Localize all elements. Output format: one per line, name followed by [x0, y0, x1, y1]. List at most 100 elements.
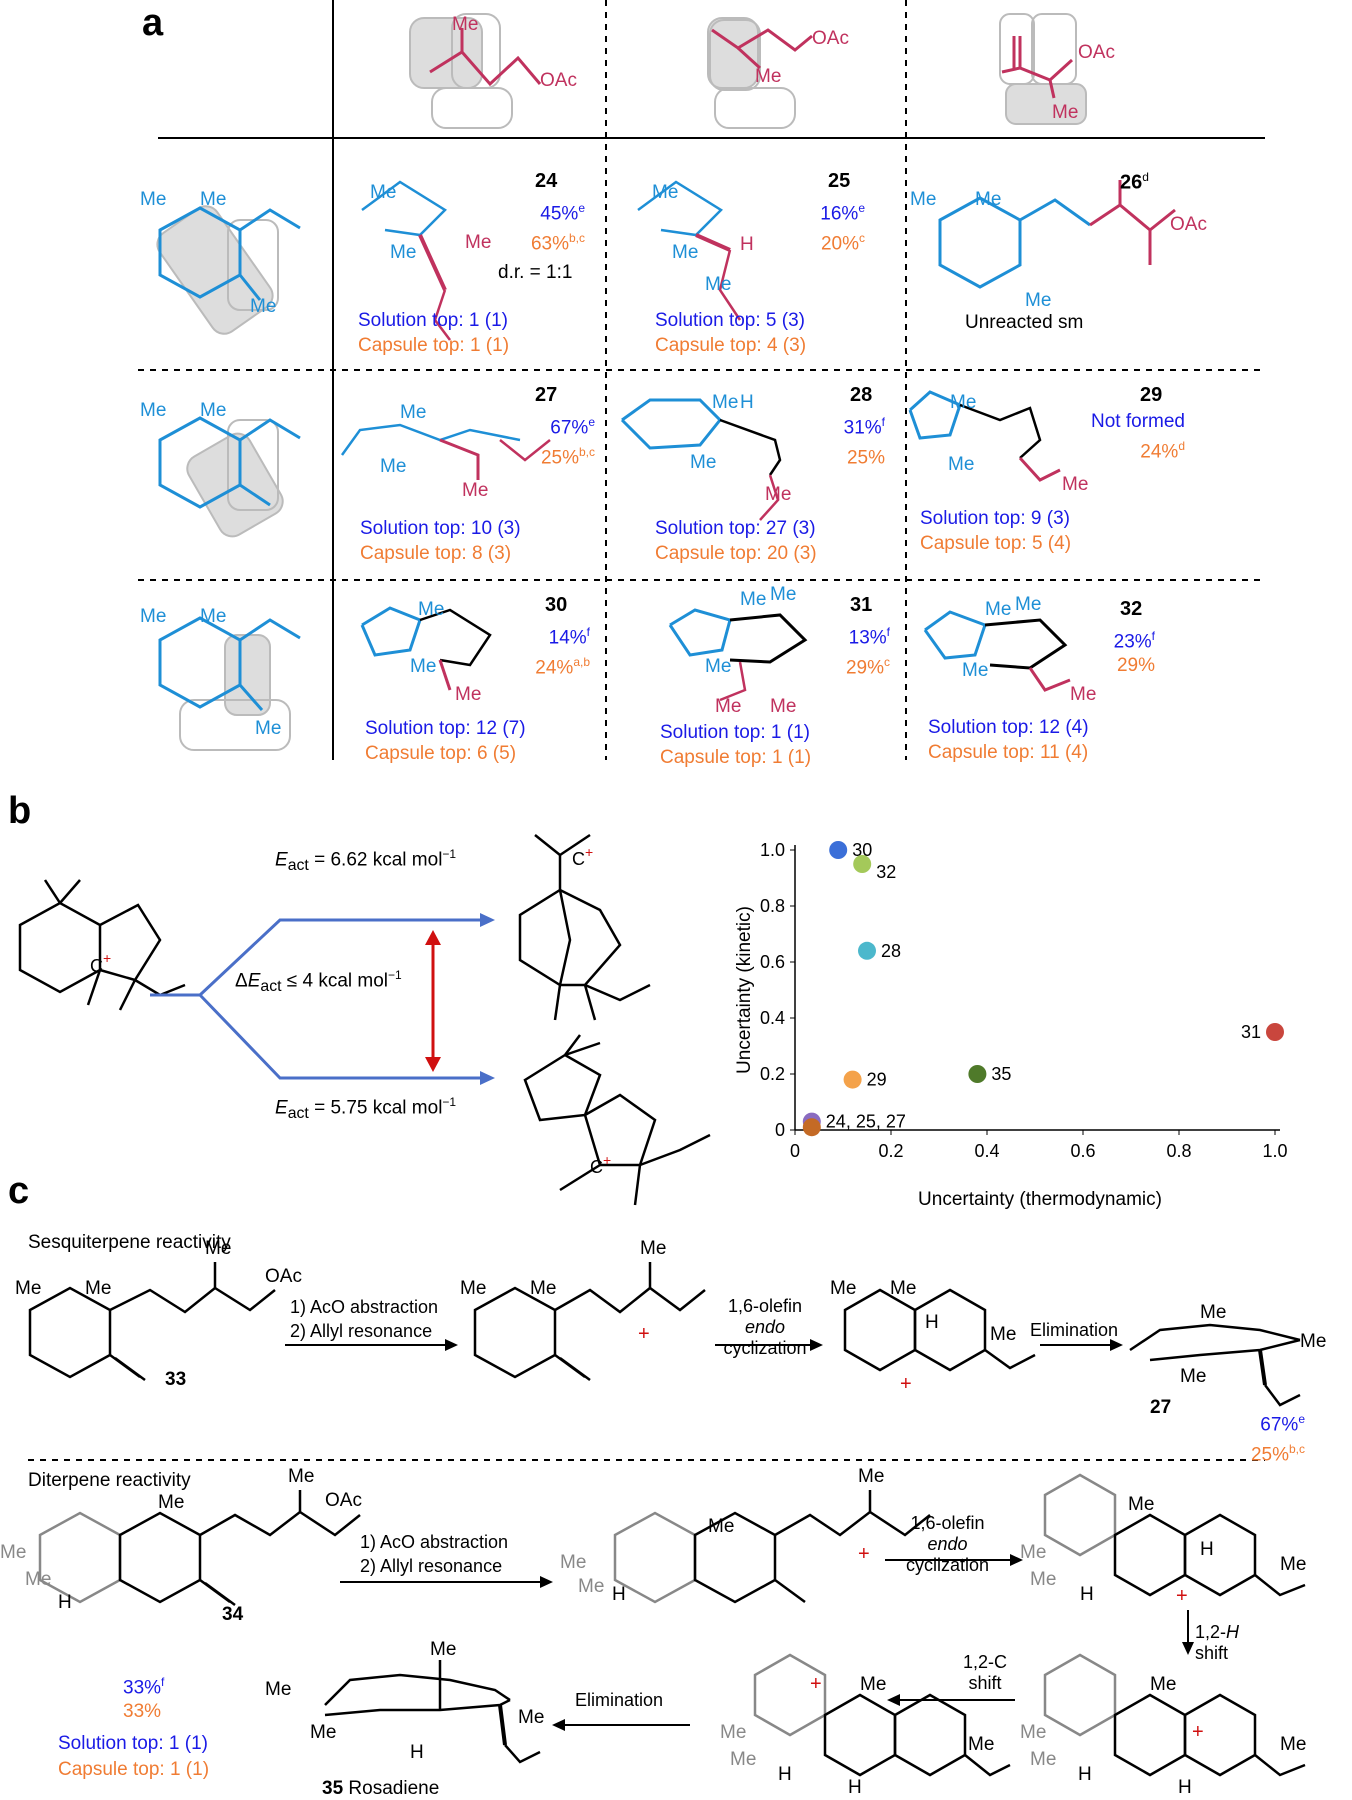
- data-point-label: 32: [876, 862, 896, 882]
- c32-yield-solution: 23%f: [1113, 629, 1155, 653]
- compound-24-stats: 45%e 63%b,c: [500, 196, 585, 257]
- header3-oac: OAc: [1078, 42, 1115, 63]
- y-tick-label: 0: [775, 1120, 785, 1140]
- header2-oac: OAc: [812, 28, 849, 49]
- p32-me-a: Me: [985, 599, 1011, 620]
- eact-top-label: Eact = 6.62 kcal mol−1: [275, 847, 457, 875]
- p27c-me-a: Me: [1200, 1302, 1226, 1323]
- row1-me-b: Me: [200, 189, 226, 210]
- c31-yield-capsule: 29%c: [845, 655, 890, 679]
- c25-solution-top: Solution top: 5 (3): [655, 310, 805, 331]
- compound-31-id: 31: [850, 594, 873, 616]
- i1-me-a: Me: [460, 1278, 486, 1299]
- i3-me-d: Me: [858, 1466, 884, 1487]
- c30-solution-top: Solution top: 12 (7): [365, 718, 526, 739]
- data-point: [968, 1065, 987, 1083]
- p27-me-a: Me: [400, 402, 426, 423]
- compound-27-stats: 67%e 25%b,c: [505, 410, 595, 471]
- top-c: C: [572, 849, 585, 869]
- i5-me-d: Me: [1280, 1734, 1306, 1755]
- i3-me-c: Me: [708, 1516, 734, 1537]
- i3-me-b: Me: [578, 1576, 604, 1597]
- product-25-structure: [637, 180, 742, 321]
- compound-28-stats: 31%f 25%: [825, 410, 885, 471]
- c32-yield-capsule: 29%: [1116, 655, 1155, 677]
- i6-me-a: Me: [720, 1722, 746, 1743]
- panel-c-label: c: [8, 1170, 30, 1212]
- c28-capsule-top: Capsule top: 20 (3): [655, 543, 817, 564]
- diterpene-title: Diterpene reactivity: [28, 1470, 191, 1491]
- p26-me-b: Me: [975, 189, 1001, 210]
- product-29-structure: [908, 390, 1061, 482]
- x-tick-label: 0: [790, 1141, 800, 1161]
- rosadiene-structure: [324, 1660, 541, 1764]
- c25-yield-solution: 16%e: [820, 201, 865, 225]
- x-tick-label: 0.6: [1070, 1141, 1095, 1161]
- row2-me-a: Me: [140, 400, 166, 421]
- sesquiterpene-title: Sesquiterpene reactivity: [28, 1232, 231, 1253]
- p24-me-a: Me: [370, 182, 396, 203]
- compound-25-id: 25: [828, 170, 851, 192]
- c29-yield-capsule: 24%d: [1140, 439, 1185, 463]
- row1-me-c: Me: [250, 296, 276, 317]
- arrow-1-head: [445, 1339, 458, 1351]
- c34-me-c: Me: [158, 1492, 184, 1513]
- intermediate-1-structure: [473, 1262, 706, 1382]
- i4-me-b: Me: [1030, 1569, 1056, 1590]
- data-point-label: 30: [852, 840, 872, 860]
- step-abstraction-1: 1) AcO abstraction: [290, 1297, 439, 1317]
- p31-me-e: Me: [770, 696, 796, 717]
- p27c-me-b: Me: [1180, 1366, 1206, 1387]
- x-tick-label: 1.0: [1262, 1141, 1287, 1161]
- i3-plus: +: [858, 1543, 870, 1565]
- c33-me-b: Me: [85, 1278, 111, 1299]
- step-resonance-1: 2) Allyl resonance: [290, 1321, 433, 1341]
- arrow-head-top: [480, 913, 495, 927]
- r-me-a: Me: [430, 1639, 456, 1660]
- c26-note: Unreacted sm: [965, 312, 1084, 333]
- c27-yield-capsule: 25%b,c: [540, 445, 595, 469]
- arrow-6-head: [1182, 1642, 1194, 1655]
- i6-me-d: Me: [968, 1734, 994, 1755]
- p26-me-c: Me: [1025, 290, 1051, 311]
- p29-me-a: Me: [950, 392, 976, 413]
- p29-me-c: Me: [1062, 474, 1088, 495]
- compound-25-stats: 16%e 20%c: [795, 196, 865, 257]
- p28-h: H: [740, 392, 754, 413]
- x-tick-label: 0.8: [1166, 1141, 1191, 1161]
- p28-me-b: Me: [690, 452, 716, 473]
- i2-me-c: Me: [990, 1324, 1016, 1345]
- p24-me-c: Me: [465, 232, 491, 253]
- p30-me-a: Me: [418, 599, 444, 620]
- panel-b-scheme: C + C + C +: [18, 833, 711, 1206]
- top-product: [518, 833, 651, 1021]
- data-point-label: 28: [881, 941, 901, 961]
- compound-32-id: 32: [1120, 598, 1143, 620]
- p29-me-b: Me: [948, 454, 974, 475]
- data-point: [829, 841, 848, 859]
- data-point: [802, 1118, 821, 1137]
- c30-yield-capsule: 24%a,b: [535, 655, 590, 679]
- c34-orange: 33%: [123, 1701, 162, 1723]
- i5-me-b: Me: [1030, 1749, 1056, 1770]
- arrow-4-head: [540, 1576, 553, 1588]
- elimination-label-1: Elimination: [1030, 1320, 1119, 1340]
- c30-capsule-top: Capsule top: 6 (5): [365, 743, 517, 764]
- c31-solution-top: Solution top: 1 (1): [660, 722, 810, 743]
- product-28-structure: [620, 398, 782, 521]
- x-tick-label: 0.2: [878, 1141, 903, 1161]
- panel-a-label: a: [142, 2, 164, 44]
- c33-me-a: Me: [15, 1278, 41, 1299]
- r-me-d: Me: [518, 1707, 544, 1728]
- i4-me-d: Me: [1280, 1554, 1306, 1575]
- p32-me-b: Me: [1015, 594, 1041, 615]
- bottom-plus: +: [603, 1152, 611, 1168]
- c27-panel-c-yields: 67%e 25%b,c: [1220, 1407, 1305, 1468]
- i4-plus: +: [1176, 1585, 1188, 1607]
